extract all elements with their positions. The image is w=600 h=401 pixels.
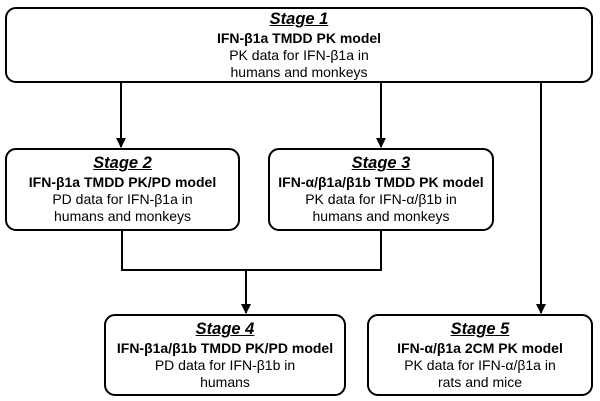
stage-2-title: Stage 2 [93,154,152,172]
stage-5-model: IFN-α/β1a 2CM PK model [397,339,563,356]
stage-3-title: Stage 3 [351,154,411,172]
stage-2-box: Stage 2 IFN-β1a TMDD PK/PD model PD data… [5,148,240,231]
stage-2-desc-line2: humans and monkeys [54,208,191,224]
stage-3-box: Stage 3 IFN-α/β1a/β1b TMDD PK model PK d… [268,148,494,231]
stage-4-desc-line1: PD data for IFN-β1b in [154,356,296,373]
stage-4-desc-line2: humans [200,373,250,390]
stage-1-title: Stage 1 [269,9,329,28]
stage-1-model: IFN-β1a TMDD PK model [216,29,382,46]
stage-4-model: IFN-β1a/β1b TMDD PK/PD model [116,339,334,356]
stage-4-box: Stage 4 IFN-β1a/β1b TMDD PK/PD model PD … [104,314,346,396]
stage-3-desc-line1: PK data for IFN-α/β1b in [305,191,457,207]
stage-5-desc-line2: rats and mice [437,373,523,390]
stage-2-desc-line1: PD data for IFN-β1a in [52,191,193,207]
stage-5-title: Stage 5 [450,319,510,338]
stage-2-model: IFN-β1a TMDD PK/PD model [28,174,217,190]
stage-5-box: Stage 5 IFN-α/β1a 2CM PK model PK data f… [367,314,593,396]
stage-5-desc-line1: PK data for IFN-α/β1a in [404,356,556,373]
stage-4-title: Stage 4 [195,319,255,338]
merge-line-stage2-stage3 [121,231,382,271]
stage-1-desc-line1: PK data for IFN-β1a in [229,46,369,63]
stage-1-desc-line2: humans and monkeys [230,63,368,80]
stage-3-model: IFN-α/β1a/β1b TMDD PK model [278,174,484,190]
stage-3-desc-line2: humans and monkeys [312,208,450,224]
stage-1-box: Stage 1 IFN-β1a TMDD PK model PK data fo… [5,7,593,83]
